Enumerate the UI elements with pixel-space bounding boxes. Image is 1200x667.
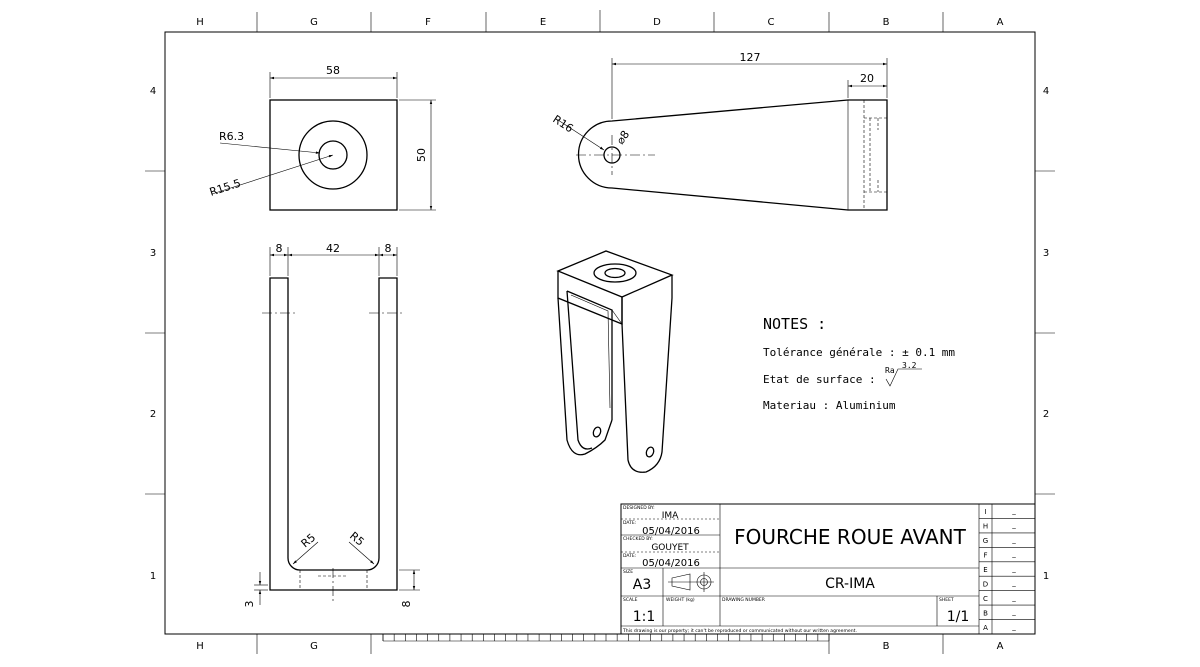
- dimension-length: 127: [740, 51, 761, 64]
- zone-label: E: [540, 17, 546, 28]
- revision-value: _: [1011, 522, 1016, 530]
- revision-letter: E: [983, 566, 987, 574]
- revision-value: _: [1011, 565, 1016, 573]
- revision-value: _: [1011, 507, 1016, 515]
- zone-label: B: [883, 17, 890, 28]
- zone-label: A: [997, 17, 1004, 28]
- dimension-hole-diameter: ⌀8: [614, 128, 632, 147]
- checked-by-label: CHECKED BY:: [623, 536, 653, 542]
- revision-value: _: [1011, 594, 1016, 602]
- check-date-value: 05/04/2016: [642, 558, 700, 569]
- checked-by-value: GOUYET: [651, 543, 689, 553]
- row-label: 2: [1043, 409, 1049, 420]
- revision-value: _: [1011, 551, 1016, 559]
- dimension-radius-inner: R6.3: [219, 130, 244, 143]
- zone-label: D: [653, 17, 661, 28]
- scale-label: SCALE: [623, 597, 638, 603]
- revision-value: _: [1011, 579, 1016, 587]
- top-view: 58 50 R6.3 R15.5: [208, 64, 436, 211]
- row-label: 4: [150, 86, 156, 97]
- zone-label: C: [768, 17, 775, 28]
- weight-label: WEIGHT (kg): [666, 597, 695, 603]
- front-view: 8 42 8 R5 R5 3 8: [243, 242, 420, 608]
- notes-material: Materiau : Aluminium: [763, 399, 896, 412]
- zone-label: G: [310, 641, 318, 652]
- bottom-ruler: [382, 634, 830, 641]
- revision-letter: C: [983, 595, 988, 603]
- dimension-base-right: 8: [400, 601, 413, 608]
- date-label: DATE:: [623, 520, 636, 526]
- revision-value: _: [1011, 536, 1016, 544]
- dimension-end-width: 20: [860, 72, 874, 85]
- surface-ra-value: 3.2: [902, 361, 917, 370]
- revision-letter: I: [984, 508, 986, 516]
- disclaimer: This drawing is our property; it can't b…: [622, 628, 857, 634]
- zone-label: F: [425, 17, 431, 28]
- revision-value: _: [1011, 608, 1016, 616]
- zone-label: H: [196, 17, 204, 28]
- dimension-fillet-left: R5: [299, 531, 319, 550]
- dimension-gap: 42: [326, 242, 340, 255]
- dimension-radius-outer: R15.5: [208, 177, 243, 199]
- scale-value: 1:1: [633, 609, 656, 625]
- dimension-left-wall: 8: [276, 242, 283, 255]
- dimension-width: 58: [326, 64, 340, 77]
- drawing-number-label: DRAWING NUMBER: [722, 597, 765, 603]
- sheet-frame: [145, 10, 1055, 654]
- drawing-id: CR-IMA: [825, 576, 875, 592]
- revision-value: _: [1011, 623, 1016, 631]
- sheet-label: SHEET: [939, 597, 954, 603]
- zone-label: H: [196, 641, 204, 652]
- size-value: A3: [633, 577, 651, 593]
- zone-label: A: [997, 641, 1004, 652]
- projection-symbol-icon: [668, 572, 714, 592]
- notes-tolerance: Tolérance générale : ± 0.1 mm: [763, 346, 955, 359]
- revision-letter: H: [983, 523, 988, 531]
- title-block: DESIGNED BY: IMA DATE: 05/04/2016 CHECKE…: [620, 503, 1036, 635]
- date-label: DATE:: [623, 553, 636, 559]
- revision-table: I _ H _ G _ F _ E _ D _ C _ B _ A _: [979, 507, 1035, 632]
- notes-block: NOTES : Tolérance générale : ± 0.1 mm Et…: [763, 315, 955, 412]
- row-label: 1: [1043, 571, 1049, 582]
- surface-roughness-symbol: [885, 368, 922, 387]
- surface-ra-label: Ra: [885, 366, 895, 375]
- zone-label: B: [883, 641, 890, 652]
- zone-labels-top: H G F E D C B A: [196, 17, 1003, 28]
- revision-letter: D: [983, 580, 988, 588]
- row-labels-right: 4 3 2 1: [1043, 86, 1049, 582]
- dimension-height: 50: [415, 148, 428, 162]
- revision-letter: A: [983, 624, 988, 632]
- row-label: 4: [1043, 86, 1049, 97]
- dimension-base-left: 3: [243, 601, 256, 608]
- revision-letter: B: [983, 609, 988, 617]
- sheet-value: 1/1: [947, 609, 970, 625]
- drawing-title: FOURCHE ROUE AVANT: [734, 525, 967, 549]
- row-label: 3: [1043, 248, 1049, 259]
- revision-letter: G: [983, 537, 988, 545]
- dimension-fillet-right: R5: [347, 529, 367, 548]
- zone-label: G: [310, 17, 318, 28]
- dimension-radius: R16: [550, 113, 575, 136]
- row-label: 1: [150, 571, 156, 582]
- notes-surface: Etat de surface :: [763, 373, 876, 386]
- row-label: 2: [150, 409, 156, 420]
- size-label: SIZE: [623, 569, 633, 575]
- designed-by-value: IMA: [662, 511, 679, 521]
- side-view: 127 20 R16 ⌀8: [550, 51, 888, 211]
- row-labels-left: 4 3 2 1: [150, 86, 156, 582]
- revision-letter: F: [983, 552, 987, 560]
- row-label: 3: [150, 248, 156, 259]
- design-date-value: 05/04/2016: [642, 526, 700, 537]
- designed-by-label: DESIGNED BY:: [623, 505, 655, 511]
- notes-title: NOTES :: [763, 315, 826, 333]
- zone-labels-bottom: H G B A: [196, 641, 1003, 652]
- isometric-view: [556, 250, 674, 473]
- dimension-right-wall: 8: [385, 242, 392, 255]
